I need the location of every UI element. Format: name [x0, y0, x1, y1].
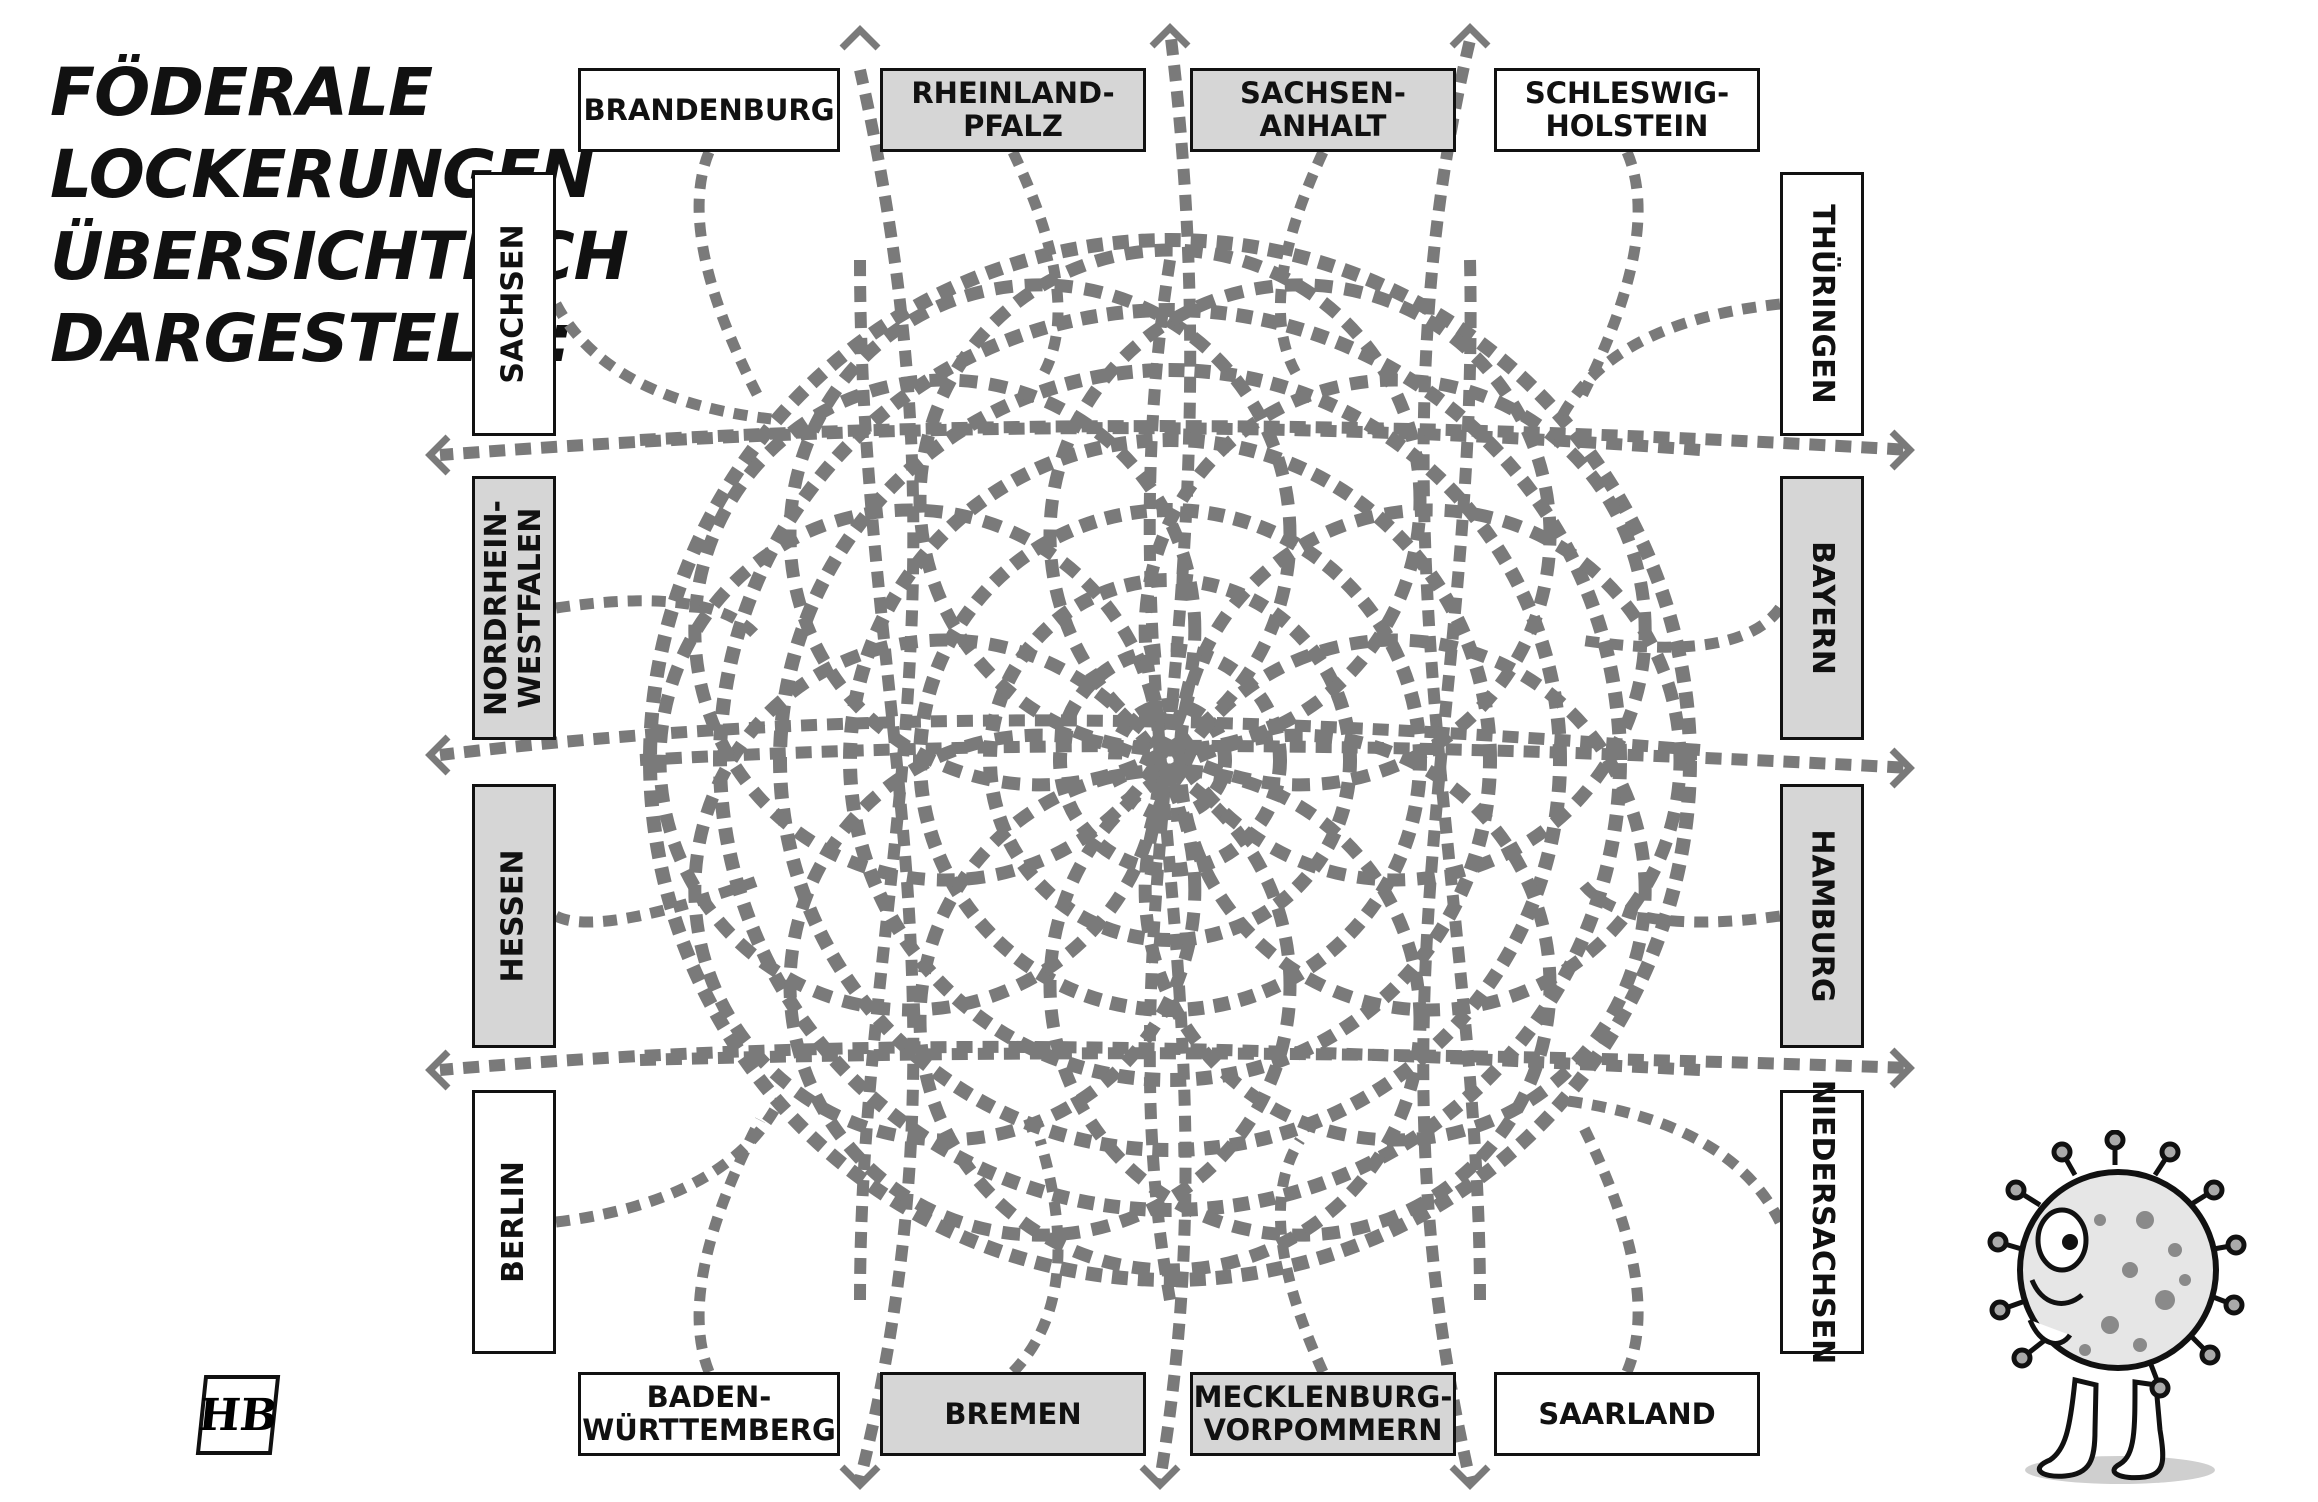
- arrow-head-1: [1149, 23, 1191, 49]
- petal-3: [913, 763, 1427, 1277]
- connector-10: [553, 874, 762, 928]
- artist-signature: HB: [195, 1375, 281, 1455]
- connector-9: [555, 595, 765, 644]
- sweep-line-11: [639, 1047, 1911, 1074]
- state-box-niedersachsen: NIEDERSACHSEN: [1780, 1080, 1864, 1364]
- state-box-baden-wuerttemberg: BADEN-WÜRTTEMBERG: [578, 1372, 840, 1456]
- petal-5: [688, 632, 1202, 1148]
- connector-13: [1579, 604, 1785, 653]
- petal-7: [688, 372, 1202, 888]
- connector-8: [551, 301, 781, 426]
- petal-8: [783, 278, 1297, 792]
- connector-0: [693, 149, 765, 403]
- ring-7: [1107, 698, 1232, 822]
- ring-6: [1052, 643, 1287, 877]
- state-box-bremen: BREMEN: [880, 1372, 1146, 1456]
- state-box-hessen: HESSEN: [472, 784, 556, 1048]
- arrow-head-8: [425, 1049, 451, 1091]
- arrow-head-6: [425, 434, 451, 476]
- ring-3: [842, 433, 1497, 1087]
- petal-2: [1043, 728, 1557, 1242]
- arrow-head-4: [1139, 1464, 1181, 1490]
- state-box-brandenburg: BRANDENBURG: [578, 68, 840, 152]
- arrow-head-11: [1889, 1047, 1915, 1089]
- state-box-rheinland-pfalz: RHEINLAND-PFALZ: [880, 68, 1146, 152]
- state-box-thueringen: THÜRINGEN: [1780, 172, 1864, 436]
- sweep-line-5: [1417, 259, 1477, 1482]
- arrow-head-7: [425, 734, 451, 776]
- state-box-bayern: BAYERN: [1780, 476, 1864, 740]
- connector-14: [1575, 876, 1781, 928]
- petal-1: [1138, 633, 1652, 1147]
- state-box-sachsen-anhalt: SACHSEN-ANHALT: [1190, 68, 1456, 152]
- arrow-head-3: [839, 1464, 881, 1490]
- sweep-line-2: [1417, 38, 1486, 1301]
- sweep-line-9: [639, 420, 1911, 456]
- virus-mascot: [1987, 1130, 2247, 1484]
- arrow-head-10: [1889, 747, 1915, 789]
- ring-0: [642, 233, 1697, 1287]
- state-box-hamburg: HAMBURG: [1780, 784, 1864, 1048]
- petal-11: [1138, 373, 1652, 887]
- title-line-1: FÖDERALE: [50, 54, 433, 131]
- sweep-line-7: [439, 714, 1701, 761]
- arrow-head-9: [1889, 429, 1915, 471]
- sweep-line-1: [1143, 29, 1197, 1302]
- connector-6: [1275, 1137, 1329, 1375]
- connector-5: [1009, 1138, 1064, 1376]
- connector-3: [1575, 149, 1644, 403]
- connector-7: [1575, 1117, 1644, 1375]
- state-box-mecklenburg-vorpommern: MECKLENBURG-VORPOMMERN: [1190, 1372, 1456, 1456]
- petal-10: [1043, 278, 1557, 792]
- connector-4: [693, 1117, 765, 1375]
- state-box-schleswig-holstein: SCHLESWIG-HOLSTEIN: [1494, 68, 1760, 152]
- sweep-line-3: [854, 259, 920, 1482]
- state-box-berlin: BERLIN: [472, 1090, 556, 1354]
- state-box-sachsen: SACHSEN: [472, 172, 556, 436]
- ring-5: [982, 573, 1357, 947]
- connector-1: [1008, 149, 1064, 383]
- connector-2: [1275, 149, 1328, 384]
- connector-15: [1559, 1094, 1785, 1225]
- arrow-head-2: [1449, 23, 1491, 49]
- sweep-line-10: [639, 739, 1911, 774]
- state-box-saarland: SAARLAND: [1494, 1372, 1760, 1456]
- arrow-head-0: [839, 25, 881, 51]
- connector-11: [555, 1097, 785, 1228]
- state-box-nordrhein-westfalen: NORDRHEIN-WESTFALEN: [472, 476, 556, 740]
- petal-6: [653, 503, 1167, 1017]
- connector-12: [1555, 298, 1781, 423]
- arrow-head-5: [1449, 1464, 1491, 1490]
- sweep-line-4: [1143, 259, 1192, 1481]
